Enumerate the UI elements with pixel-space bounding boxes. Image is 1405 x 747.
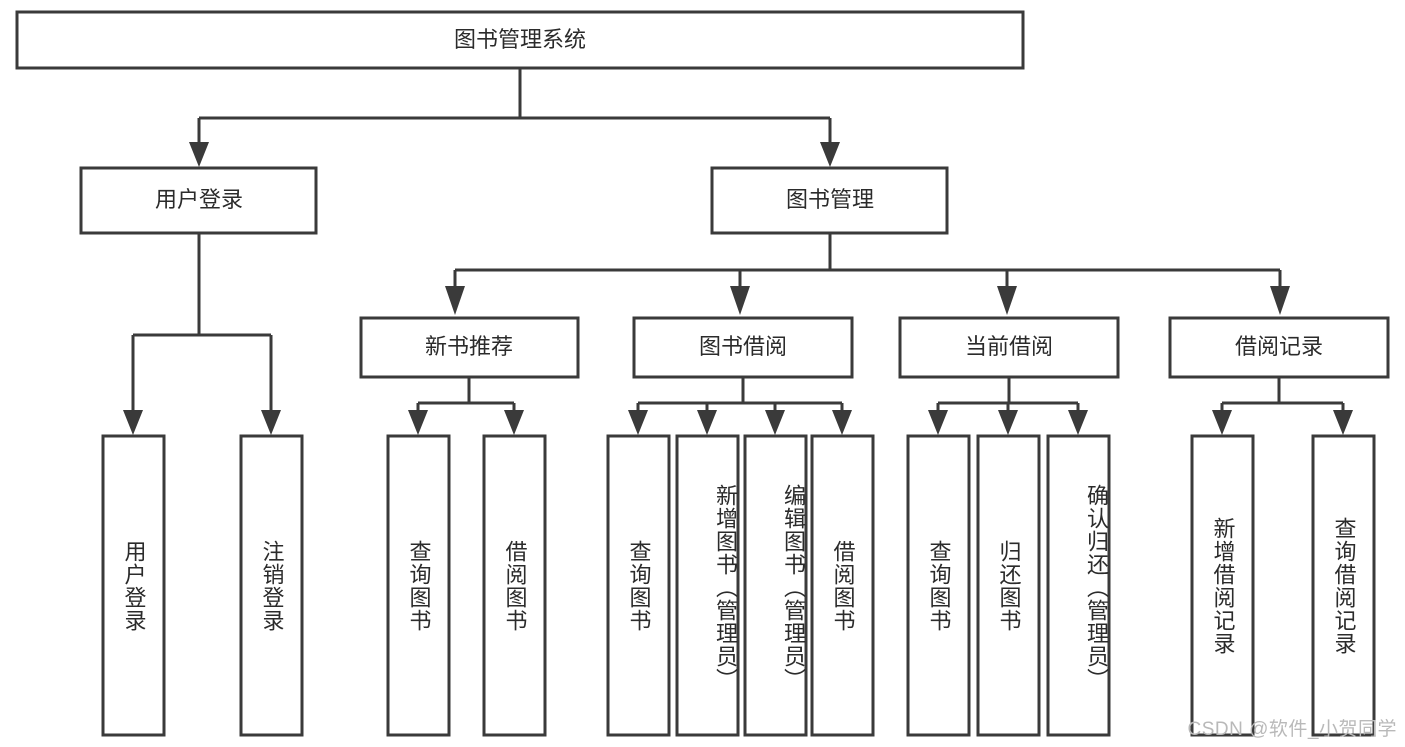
leaf-box-nb-borrow-book[interactable] xyxy=(482,434,547,737)
node-book-management[interactable]: 图书管理 xyxy=(710,166,949,235)
node-current-borrow-label: 当前借阅 xyxy=(965,334,1053,359)
leaf-box-bb-add-book[interactable] xyxy=(675,434,740,737)
connector-current-borrow-to-leaves xyxy=(928,377,1088,435)
connector-borrow-record-to-leaves xyxy=(1212,377,1353,435)
arrow-head-bb-leaf-4 xyxy=(832,410,852,435)
arrow-head-new-book-recommend xyxy=(445,286,465,315)
node-new-book-recommend-box[interactable] xyxy=(359,316,580,379)
node-root-label: 图书管理系统 xyxy=(454,27,586,52)
arrow-head-leaf-user-login xyxy=(123,410,143,435)
leaf-box-br-add-record[interactable] xyxy=(1190,434,1255,737)
connector-new-book-to-leaves xyxy=(408,377,524,435)
node-new-book-recommend[interactable]: 新书推荐 xyxy=(359,316,580,379)
connector-book-manage-to-level3 xyxy=(445,233,1290,315)
arrow-head-book-manage xyxy=(820,142,840,167)
connector-book-borrow-to-leaves xyxy=(628,377,852,435)
arrow-head-cb-leaf-3 xyxy=(1068,410,1088,435)
node-book-borrow[interactable]: 图书借阅 xyxy=(632,316,854,379)
leaf-box-bb-edit-book[interactable] xyxy=(743,434,808,737)
leaf-box-br-query-record[interactable] xyxy=(1311,434,1376,737)
csdn-watermark: CSDN @软件_小贺同学 xyxy=(1187,719,1397,740)
arrow-head-br-leaf-2 xyxy=(1333,410,1353,435)
connector-user-login-to-leaves xyxy=(123,233,281,435)
node-book-borrow-box[interactable] xyxy=(632,316,854,379)
arrow-head-borrow-record xyxy=(1270,286,1290,315)
connector-root-to-level2 xyxy=(189,68,840,167)
leaf-box-logout[interactable] xyxy=(239,434,304,737)
leaf-box-nb-query-book[interactable] xyxy=(386,434,451,737)
arrow-head-leaf-logout xyxy=(261,410,281,435)
arrow-head-user-login xyxy=(189,142,209,167)
leaf-box-user-login[interactable] xyxy=(101,434,166,737)
node-user-login-label: 用户登录 xyxy=(155,187,243,212)
node-book-borrow-label: 图书借阅 xyxy=(699,334,787,359)
node-borrow-record-box[interactable] xyxy=(1168,316,1390,379)
node-user-login[interactable]: 用户登录 xyxy=(79,166,318,235)
arrow-head-bb-leaf-3 xyxy=(765,410,785,435)
node-root-book-management-system[interactable]: 图书管理系统 xyxy=(15,10,1025,70)
arrow-head-book-borrow xyxy=(730,286,750,315)
leaf-box-cb-confirm-return[interactable] xyxy=(1046,434,1111,737)
arrow-head-bb-leaf-2 xyxy=(697,410,717,435)
arrow-head-cb-leaf-2 xyxy=(998,410,1018,435)
node-current-borrow[interactable]: 当前借阅 xyxy=(898,316,1120,379)
node-book-management-box[interactable] xyxy=(710,166,949,235)
arrow-head-cb-leaf-1 xyxy=(928,410,948,435)
leaf-box-cb-return-book[interactable] xyxy=(976,434,1041,737)
arrow-head-current-borrow xyxy=(997,286,1017,315)
arrow-head-nb-leaf-1 xyxy=(408,410,428,435)
node-user-login-box[interactable] xyxy=(79,166,318,235)
arrow-head-br-leaf-1 xyxy=(1212,410,1232,435)
leaf-box-bb-query-book[interactable] xyxy=(606,434,671,737)
leaf-box-bb-borrow-book[interactable] xyxy=(810,434,875,737)
arrow-head-nb-leaf-2 xyxy=(504,410,524,435)
leaf-boxes xyxy=(101,434,1376,737)
arrow-head-bb-leaf-1 xyxy=(628,410,648,435)
node-borrow-record[interactable]: 借阅记录 xyxy=(1168,316,1390,379)
leaf-box-cb-query-book[interactable] xyxy=(906,434,971,737)
node-root-box[interactable] xyxy=(15,10,1025,70)
node-book-management-label: 图书管理 xyxy=(786,187,874,212)
node-current-borrow-box[interactable] xyxy=(898,316,1120,379)
node-borrow-record-label: 借阅记录 xyxy=(1235,334,1323,359)
node-new-book-recommend-label: 新书推荐 xyxy=(425,334,513,359)
